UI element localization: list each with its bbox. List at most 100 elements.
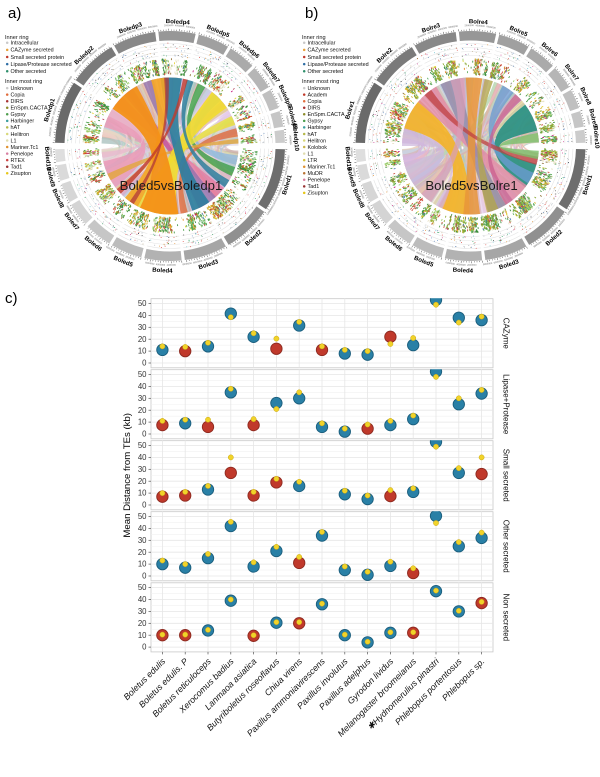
svg-text:10: 10 bbox=[138, 347, 147, 356]
svg-text:30: 30 bbox=[138, 607, 147, 616]
svg-text:Tad1: Tad1 bbox=[308, 184, 320, 190]
svg-text:20: 20 bbox=[138, 619, 147, 628]
svg-text:30: 30 bbox=[138, 394, 147, 403]
svg-text:2000000: 2000000 bbox=[261, 68, 269, 78]
svg-text:4000000: 4000000 bbox=[156, 263, 166, 267]
svg-text:2000000: 2000000 bbox=[51, 167, 56, 177]
svg-text:4000000: 4000000 bbox=[475, 24, 485, 28]
svg-text:4000000: 4000000 bbox=[504, 256, 514, 262]
svg-text:Unknown: Unknown bbox=[11, 86, 33, 92]
svg-text:2000000: 2000000 bbox=[116, 32, 126, 39]
svg-text:Gypsy: Gypsy bbox=[11, 112, 27, 118]
svg-text:L1: L1 bbox=[308, 151, 314, 157]
svg-text:Lipase/Protease secreted: Lipase/Protease secreted bbox=[308, 62, 369, 68]
svg-text:2000000: 2000000 bbox=[350, 147, 354, 157]
svg-text:Boledp10: Boledp10 bbox=[291, 123, 300, 152]
svg-text:Boled10: Boled10 bbox=[43, 146, 52, 171]
svg-text:50: 50 bbox=[138, 583, 147, 592]
svg-text:20: 20 bbox=[138, 335, 147, 344]
svg-text:4000000: 4000000 bbox=[175, 24, 185, 28]
svg-text:10: 10 bbox=[138, 418, 147, 427]
svg-text:20: 20 bbox=[138, 477, 147, 486]
svg-text:8000000: 8000000 bbox=[148, 25, 158, 29]
svg-text:8000000: 8000000 bbox=[448, 25, 458, 29]
svg-text:Other secreted: Other secreted bbox=[308, 69, 344, 75]
svg-text:Lipase/Protease secreted: Lipase/Protease secreted bbox=[11, 62, 72, 68]
svg-text:6000000: 6000000 bbox=[582, 176, 588, 186]
svg-text:10000000: 10000000 bbox=[60, 84, 68, 95]
svg-text:4000000: 4000000 bbox=[386, 230, 395, 239]
svg-text:Inner ring: Inner ring bbox=[5, 35, 29, 41]
svg-text:4000000: 4000000 bbox=[382, 56, 391, 65]
svg-text:2000000: 2000000 bbox=[58, 190, 65, 200]
svg-text:30: 30 bbox=[138, 465, 147, 474]
svg-text:hAT: hAT bbox=[308, 132, 318, 138]
svg-text:50: 50 bbox=[138, 370, 147, 379]
svg-text:4000000: 4000000 bbox=[427, 29, 437, 35]
svg-text:2000000: 2000000 bbox=[372, 214, 380, 224]
svg-text:DIRS: DIRS bbox=[11, 99, 24, 105]
svg-text:Zisupton: Zisupton bbox=[308, 191, 329, 197]
svg-text:b): b) bbox=[305, 5, 318, 22]
svg-text:4000000: 4000000 bbox=[366, 205, 374, 215]
svg-text:Other secreted: Other secreted bbox=[11, 69, 47, 75]
svg-text:Boled9: Boled9 bbox=[345, 166, 357, 188]
svg-text:Harbinger: Harbinger bbox=[308, 125, 332, 131]
svg-text:10000000: 10000000 bbox=[360, 84, 368, 95]
svg-text:2000000: 2000000 bbox=[467, 264, 477, 267]
svg-text:2000000: 2000000 bbox=[465, 24, 475, 27]
svg-text:2000000: 2000000 bbox=[125, 255, 135, 261]
svg-text:40: 40 bbox=[138, 311, 147, 320]
svg-text:6000000: 6000000 bbox=[137, 26, 147, 31]
svg-text:4000000: 4000000 bbox=[115, 251, 125, 258]
svg-text:Mariner.Tc1: Mariner.Tc1 bbox=[11, 145, 39, 151]
svg-text:8000000: 8000000 bbox=[182, 262, 192, 266]
svg-text:Helitron: Helitron bbox=[308, 138, 327, 144]
svg-text:4000000: 4000000 bbox=[547, 53, 556, 62]
svg-text:Intracellular: Intracellular bbox=[308, 41, 336, 47]
svg-text:2000000: 2000000 bbox=[558, 218, 567, 228]
svg-text:30: 30 bbox=[138, 536, 147, 545]
svg-text:a): a) bbox=[8, 5, 21, 22]
svg-text:2000000: 2000000 bbox=[164, 24, 174, 27]
svg-text:6000000: 6000000 bbox=[89, 49, 99, 58]
svg-text:4000000: 4000000 bbox=[516, 34, 526, 41]
svg-text:4000000: 4000000 bbox=[415, 251, 425, 258]
svg-text:4000000: 4000000 bbox=[81, 56, 90, 65]
svg-text:6000000: 6000000 bbox=[241, 234, 251, 243]
svg-text:6000000: 6000000 bbox=[52, 105, 58, 115]
svg-text:CAZyme: CAZyme bbox=[502, 318, 511, 350]
svg-text:10: 10 bbox=[138, 631, 147, 640]
svg-text:0: 0 bbox=[142, 359, 147, 368]
svg-text:2000000: 2000000 bbox=[49, 126, 53, 136]
svg-text:2000000: 2000000 bbox=[167, 264, 177, 267]
svg-text:4000000: 4000000 bbox=[350, 115, 355, 125]
svg-text:2000000: 2000000 bbox=[213, 252, 223, 259]
svg-text:2000000: 2000000 bbox=[514, 252, 524, 259]
svg-text:2000000: 2000000 bbox=[206, 30, 216, 36]
svg-text:RTEX: RTEX bbox=[11, 158, 26, 164]
svg-text:4000000: 4000000 bbox=[85, 230, 94, 239]
svg-text:8000000: 8000000 bbox=[398, 42, 408, 50]
svg-text:Inner most ring: Inner most ring bbox=[302, 79, 339, 85]
svg-text:12000000: 12000000 bbox=[567, 205, 576, 216]
svg-text:Bolre9: Bolre9 bbox=[587, 108, 598, 129]
svg-text:12000000: 12000000 bbox=[365, 75, 374, 86]
svg-text:40: 40 bbox=[138, 453, 147, 462]
svg-text:Inner most ring: Inner most ring bbox=[5, 79, 42, 85]
svg-text:EnSpm.CACTA: EnSpm.CACTA bbox=[308, 112, 345, 118]
svg-text:Inner ring: Inner ring bbox=[302, 35, 326, 41]
svg-text:8000000: 8000000 bbox=[277, 186, 284, 196]
svg-text:EnSpm.CACTA: EnSpm.CACTA bbox=[11, 106, 48, 112]
svg-text:Bolre10: Bolre10 bbox=[592, 126, 600, 149]
svg-text:2000000: 2000000 bbox=[506, 30, 516, 36]
svg-text:0: 0 bbox=[142, 430, 147, 439]
svg-text:4000000: 4000000 bbox=[268, 77, 276, 87]
svg-text:4000000: 4000000 bbox=[550, 226, 559, 235]
svg-text:hAT: hAT bbox=[11, 125, 21, 131]
svg-text:LTR: LTR bbox=[308, 158, 318, 164]
svg-text:4000000: 4000000 bbox=[65, 205, 73, 215]
svg-text:8000000: 8000000 bbox=[98, 42, 108, 50]
svg-text:2000000: 2000000 bbox=[349, 126, 353, 136]
svg-text:Mariner.Tc1: Mariner.Tc1 bbox=[308, 165, 336, 171]
